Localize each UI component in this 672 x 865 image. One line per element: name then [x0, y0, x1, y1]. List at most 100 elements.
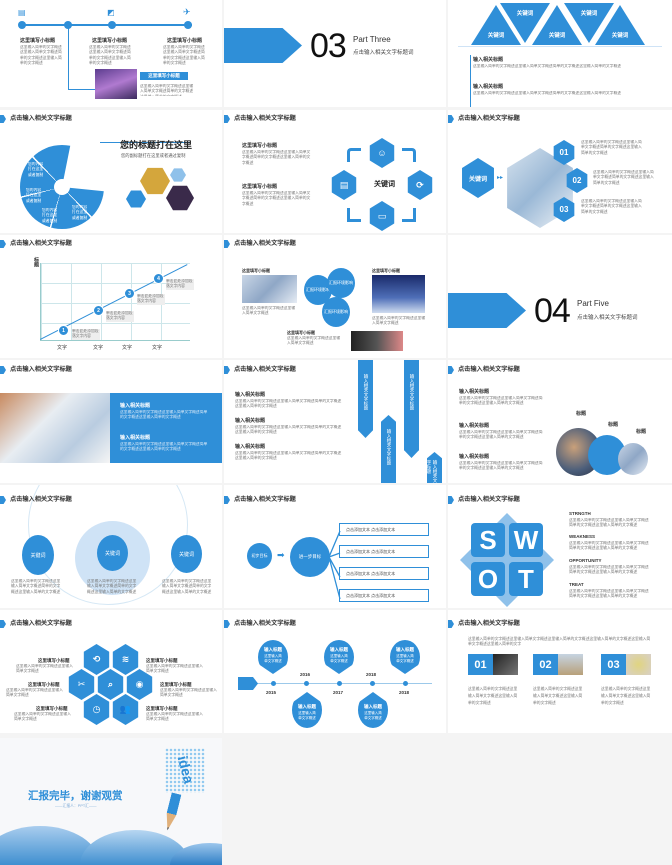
body-text: 这里输入简单的文字概述这里输入简单文字概述简单的文字概述这里输入简单的文字概述 — [120, 410, 208, 420]
card-body: 这里输入简单的文字概述这里输入简单文字概述这里输入简单的文字概述 — [601, 686, 651, 705]
bulb-photo — [626, 654, 651, 675]
body-text: 这里输入简单的文字概述这里输入简单文字概述 — [287, 336, 341, 346]
subtitle: 这里填写小标题 — [242, 143, 278, 149]
search-icon: ⌕ — [97, 669, 124, 700]
header-text: 点击输入相关文字标题 — [234, 620, 296, 627]
body-text: 这里输入简单的文字概述这里输入简单文字概述简单的文字概述这里输入简单的文字概述 — [569, 589, 649, 599]
body-text: 这里输入简单的文字概述这里输入简单文字概述简单的文字概述这里输入简单的文字概述 — [459, 461, 543, 471]
header-text: 点击输入相关文字标题 — [458, 366, 520, 373]
body-text: 这里输入简单的文字概述这里输入简单文字概述简单的文字概述这里输入简单的文字概述 — [473, 64, 622, 68]
body-text: 这里输入简单的文字概述这里输入简单文字概述简单的文字概述这里输入简单的文字概述 — [242, 191, 311, 206]
body-text: 这里输入简单的文字概述这里输入简单文字概述 — [160, 688, 217, 698]
subtitle: 这里填写小标题 — [160, 682, 192, 687]
subtitle: 这里填写小标题 — [242, 184, 278, 190]
slide-ending[interactable]: 汇报完毕，谢谢观赏 ——汇报人：PPT汇—— idea — [0, 738, 222, 865]
timeline-drop: 输入标题这里输入简单文字概述 — [358, 692, 388, 728]
card-number: 01 — [468, 654, 493, 675]
timeline-dot — [64, 21, 72, 29]
hex-decor — [126, 190, 146, 208]
slide-keyword-cycle[interactable]: 点击输入相关文字标题 这里填写小标题 这里输入简单的文字概述这里输入简单文字概述… — [224, 110, 446, 233]
slide-hex-icons[interactable]: 点击输入相关文字标题 ⟲ ≋ ✂ ⌕ ◉ ◷ 👥 这里填写小标题 这里输入简单的… — [0, 610, 222, 733]
double-arrow-icon: ▸▸ — [497, 175, 504, 181]
slide-photo-panel[interactable]: 点击输入相关文字标题 输入相关标题 这里输入简单的文字概述这里输入简单文字概述简… — [0, 360, 222, 483]
text-box[interactable]: 点击添加文本 点击添加文本 — [339, 523, 429, 536]
impact-circle: 汇报环境影响 — [327, 268, 355, 298]
slide-section-04[interactable]: 04 Part Five 点击输入相关文字标题词 — [448, 235, 672, 358]
user-icon: ☺ — [369, 138, 395, 168]
timeline-dot — [337, 681, 342, 686]
body-text: 这里输入简单的文字概述这里输入简单文字概述简单的文字概述这里输入简单的文字概述 — [581, 199, 642, 214]
body-text: 这里输入简单的文字概述这里输入简单文字概述简单的文字概述这里输入简单的文字概述 — [569, 541, 649, 551]
fan-segment-text: 您的内容打在这里或者复制 — [42, 208, 58, 223]
drop-body: 这里输入简单文字概述 — [396, 654, 414, 663]
slide-swot[interactable]: 点击输入相关文字标题 S W O T STRNGTH 这里输入简单的文字概述这里… — [448, 485, 672, 608]
document-icon: ▤ — [18, 8, 26, 17]
timeline-axis — [254, 683, 432, 684]
header-text: 点击输入相关文字标题 — [10, 115, 72, 122]
cycle-center-keyword: 关键词 — [374, 181, 395, 188]
header-text: 点击输入相关文字标题 — [458, 496, 520, 503]
panel-title: 输入相关标题 — [120, 435, 151, 441]
section-title: 输入相关标题 — [235, 418, 266, 424]
header-tab-icon — [224, 620, 230, 628]
slide-timeline-icons[interactable]: ▤ ◩ ✈ 这里填写小标题 这里输入简单的文字概述这里输入简单文字概述简单的文字… — [0, 0, 222, 107]
slide-header: 点击输入相关文字标题 — [0, 115, 72, 123]
section-arrow — [448, 293, 526, 328]
refresh-icon: ⟲ — [83, 644, 110, 675]
slide-keyword-circles[interactable]: 点击输入相关文字标题 关键词 关键词 关键词 这里输入简单的文字概述这里输入简单… — [0, 485, 222, 608]
section-title: 输入相关标题 — [235, 444, 266, 450]
step-note: 单击此处添加段落文字内容 — [166, 279, 194, 290]
slide-header: 点击输入相关文字标题 — [224, 620, 296, 628]
x-axis-label: 文字 — [152, 345, 163, 351]
slide-numbered-cards[interactable]: 点击输入相关文字标题 这里输入简单的文字概述这里输入简单文字概述这里输入简单的文… — [448, 610, 672, 733]
slide-step-chart[interactable]: 点击输入相关文字标题 标题 1 2 3 4 单击此处添加段落文字内容 单击此处添… — [0, 235, 222, 358]
text-box[interactable]: 点击添加文本 点击添加文本 — [339, 589, 429, 602]
slide-fan-chart[interactable]: 点击输入相关文字标题 您的内容打在这里或者复制 您的内容打在这里或者复制 您的内… — [0, 110, 222, 233]
slide-header: 点击输入相关文字标题 — [224, 115, 296, 123]
header-tab-icon — [0, 366, 6, 374]
slide-year-timeline[interactable]: 点击输入相关文字标题 2015 2016 2017 2018 2018 输入标题… — [224, 610, 446, 733]
fan-segment-text: 您的内容打在这里或者复制 — [28, 162, 44, 177]
body-text: 这里输入简单的文字概述这里输入简单文字概述简单的文字概述这里输入简单的文字概述 — [235, 399, 342, 409]
body-text: 这里输入简单的文字概述这里输入简单文字概述简单的文字概述这里输入简单的文字概述 — [20, 45, 62, 66]
header-text: 点击输入相关文字标题 — [458, 115, 520, 122]
year-label: 2017 — [333, 690, 344, 695]
chat-icon: ◩ — [107, 8, 115, 17]
cycle-arrow-icon — [347, 148, 361, 162]
timeline-dot — [271, 681, 276, 686]
timeline-drop: 输入标题这里输入简单文字概述 — [258, 640, 288, 674]
slide-ribbons[interactable]: 点击输入相关文字标题 输入相关标题 这里输入简单的文字概述这里输入简单文字概述简… — [224, 360, 446, 483]
body-text: 这里输入简单的文字概述这里输入简单文字概述简单的文字概述这里输入简单的文字概述 — [235, 425, 342, 435]
body-text: 这里输入简单的文字概述这里输入简单文字概述 — [372, 316, 426, 326]
body-text: 这里输入简单的文字概述这里输入简单文字概述简单的文字概述这里输入简单的文字概述 — [140, 84, 194, 96]
subtitle: 这里填写小标题 — [92, 38, 128, 44]
header-tab-icon — [448, 366, 454, 374]
number-hex: 01 — [553, 140, 575, 165]
title-underline — [100, 142, 190, 143]
year-label: 2015 — [266, 690, 277, 695]
slide-impact-circles[interactable]: 点击输入相关文字标题 这里填写小标题 这里输入简单的文字概述这里输入简单文字概述… — [224, 235, 446, 358]
number-hex: 02 — [566, 168, 588, 193]
swot-label: TREAT — [569, 582, 584, 587]
text-box[interactable]: 点击添加文本 点击添加文本 — [339, 567, 429, 580]
x-axis-label: 文字 — [122, 345, 133, 351]
slide-header: 点击输入相关文字标题 — [0, 240, 72, 248]
timeline-dot — [184, 21, 192, 29]
ribbon: 输入相关文字标题 — [358, 360, 373, 438]
slide-header: 点击输入相关文字标题 — [224, 366, 296, 374]
swot-w: W — [509, 523, 543, 557]
body-text: 这里输入简单的文字概述这里输入简单文字概述简单的文字概述这里输入简单的文字概述 — [89, 45, 131, 66]
slide-goal-tree[interactable]: 点击输入相关文字标题 初步目标 ➡ 进一步目标 点击添加文本 点击添加文本 点击… — [224, 485, 446, 608]
step-marker: 1 — [58, 325, 69, 336]
plane-icon: ✈ — [183, 7, 191, 17]
slide-title-circles[interactable]: 点击输入相关文字标题 输入相关标题 这里输入简单的文字概述这里输入简单文字概述简… — [448, 360, 672, 483]
text-box[interactable]: 点击添加文本 点击添加文本 — [339, 545, 429, 558]
header-tab-icon — [0, 115, 6, 123]
slide-section-03[interactable]: 03 Part Three 点击输入相关文字标题词 — [224, 0, 446, 107]
header-tab-icon — [448, 115, 454, 123]
chart-photo — [351, 331, 403, 351]
slide-subtitle: 您的副标题打在这里或者通过复制 — [121, 153, 186, 158]
section-subtitle: 点击输入相关文字标题词 — [577, 315, 638, 321]
slide-triangles[interactable]: 关键词 关键词 关键词 关键词 关键词 输入相关标题 这里输入简单的文字概述这里… — [448, 0, 672, 107]
slide-keyword-numbers[interactable]: 点击输入相关文字标题 关键词 ▸▸ 01 02 03 这里输入简单的文字概述这里… — [448, 110, 672, 233]
